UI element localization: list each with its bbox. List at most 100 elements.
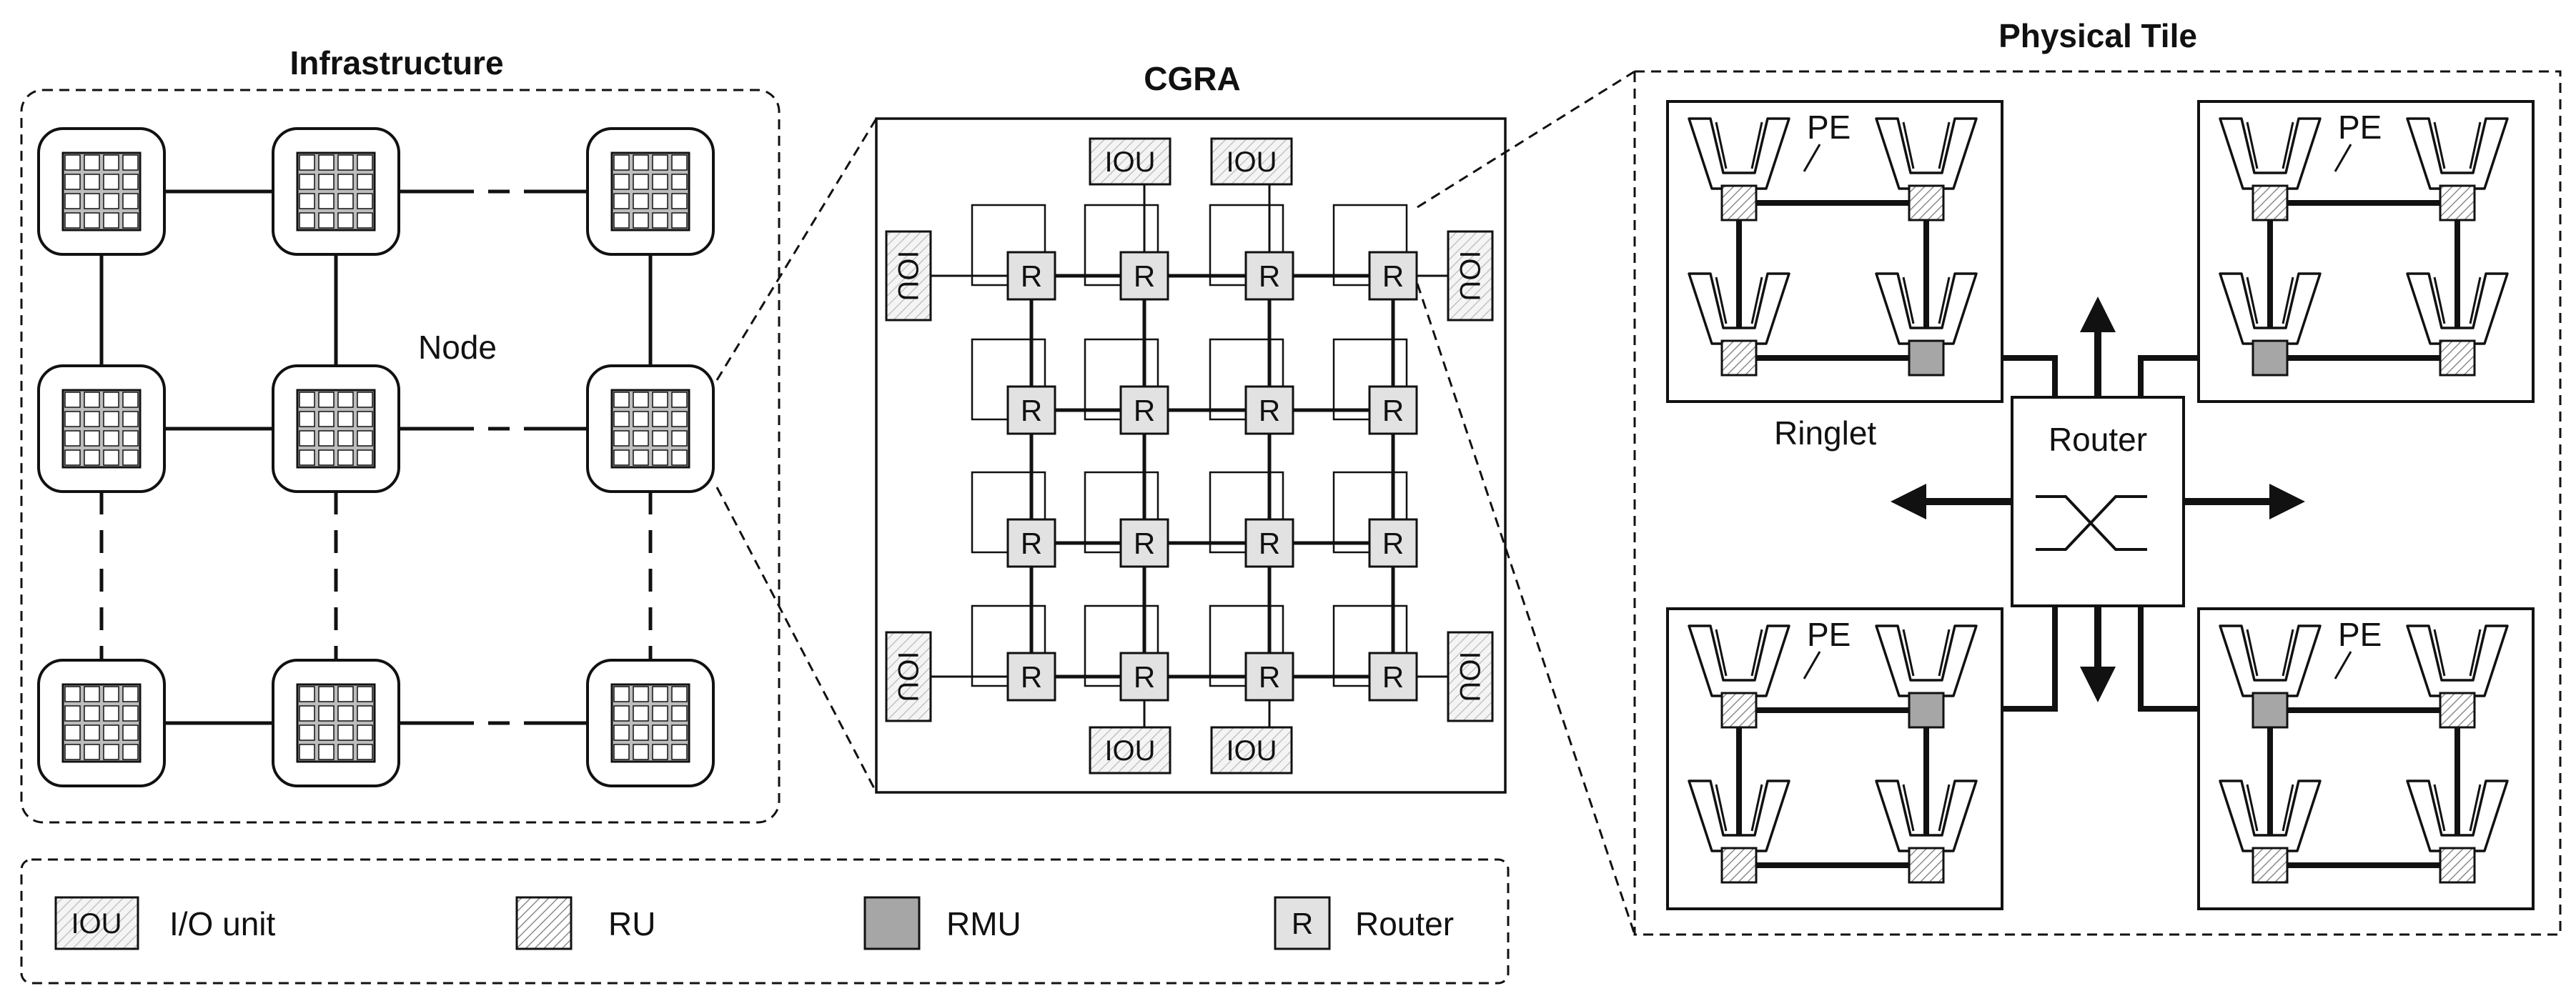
node-cell <box>122 705 139 722</box>
node-cell <box>357 193 373 209</box>
physical-tile-title: Physical Tile <box>1998 17 2197 54</box>
node-cell <box>652 154 668 171</box>
pe-inner <box>1902 784 1915 832</box>
infra-node <box>586 127 715 256</box>
ringlet-router-link <box>2138 355 2199 397</box>
router-text: R <box>1021 394 1042 427</box>
node-cell <box>652 724 668 741</box>
router-text: R <box>1259 259 1280 293</box>
node-cell <box>671 744 688 760</box>
node-cell <box>613 449 630 466</box>
node-cell <box>122 430 139 447</box>
infrastructure-nodes <box>37 127 715 787</box>
ru-unit <box>1720 339 1758 377</box>
node-cell <box>633 744 649 760</box>
pe-inner <box>1938 629 1951 677</box>
ru-unit <box>2439 184 2476 221</box>
node-cell <box>299 705 315 722</box>
node-cell <box>84 174 100 190</box>
node-cell <box>103 193 119 209</box>
ru-unit <box>1720 184 1758 221</box>
rmu-unit <box>2251 339 2289 377</box>
node-cell <box>357 174 373 190</box>
ru-unit <box>1720 847 1758 884</box>
node-label: Node <box>418 329 497 366</box>
router-text: R <box>1259 660 1280 694</box>
node-cell <box>633 193 649 209</box>
node-cell <box>299 744 315 760</box>
infrastructure-links <box>99 189 653 725</box>
pe-inner <box>1750 121 1763 169</box>
cgra-title: CGRA <box>1144 60 1240 97</box>
node-cell <box>652 430 668 447</box>
node-cell <box>671 154 688 171</box>
node-cell <box>122 686 139 702</box>
rmu-unit <box>1908 692 1945 729</box>
node-cell <box>671 449 688 466</box>
node-cell <box>318 449 335 466</box>
node-cell <box>103 705 119 722</box>
node-cell <box>64 430 81 447</box>
node-cell <box>337 411 354 427</box>
legend-iou-swatch-text: IOU <box>71 908 122 940</box>
router-text: R <box>1259 394 1280 427</box>
node-cell <box>671 193 688 209</box>
ru-unit <box>2251 847 2289 884</box>
iou-left: IOU <box>885 631 932 722</box>
pe-inner <box>1902 629 1915 677</box>
legend-router-swatch <box>1274 896 1331 950</box>
node-cell <box>652 449 668 466</box>
cgra-router: R <box>1006 652 1056 702</box>
legend-item-rmu: RMU <box>863 896 1021 950</box>
iou-text: IOU <box>892 250 923 301</box>
pe-pointer <box>1803 651 1821 679</box>
cgra-router: R <box>1006 251 1056 301</box>
node-cell <box>318 174 335 190</box>
infra-node <box>586 659 715 787</box>
node-cell <box>633 411 649 427</box>
node-cell <box>671 686 688 702</box>
pe-pointer <box>1803 144 1821 172</box>
pe-inner <box>2246 277 2259 324</box>
node-cell <box>357 392 373 408</box>
cgra-router: R <box>1368 251 1418 301</box>
pe-inner <box>2282 784 2294 832</box>
router-text: R <box>1134 259 1155 293</box>
node-cell <box>299 392 315 408</box>
cgra-router: R <box>1006 518 1056 568</box>
pe-pointer <box>2334 651 2352 679</box>
pe-inner <box>1938 121 1951 169</box>
node-cell <box>671 724 688 741</box>
node-cell <box>84 430 100 447</box>
node-cell <box>103 154 119 171</box>
node-cell <box>103 411 119 427</box>
node-cell <box>318 193 335 209</box>
node-cell <box>299 193 315 209</box>
iou-bottom: IOU <box>1210 726 1293 775</box>
node-cell <box>613 430 630 447</box>
node-cell <box>652 411 668 427</box>
node-cell <box>633 449 649 466</box>
node-cell <box>122 212 139 229</box>
legend-item-ru: RU <box>515 896 655 950</box>
cgra-router: R <box>1244 652 1294 702</box>
node-cell <box>613 705 630 722</box>
router-text: R <box>1021 660 1042 694</box>
legend: IOU I/O unit RU RMU R Router <box>20 858 1510 985</box>
node-cell <box>652 212 668 229</box>
node-cell <box>318 212 335 229</box>
pe-inner <box>2433 629 2446 677</box>
node-cell <box>84 705 100 722</box>
legend-ru-swatch <box>515 896 573 950</box>
infra-node <box>37 659 166 787</box>
pe-label: PE <box>2338 109 2382 146</box>
legend-rmu-swatch <box>863 896 921 950</box>
legend-item-iou: IOU I/O unit <box>54 896 276 950</box>
ringlet-router-link <box>2138 606 2199 712</box>
cgra-router: R <box>1244 518 1294 568</box>
iou-text: IOU <box>1226 735 1277 767</box>
pe-inner <box>2469 784 2482 832</box>
iou-text: IOU <box>892 651 923 702</box>
node-cell <box>84 193 100 209</box>
